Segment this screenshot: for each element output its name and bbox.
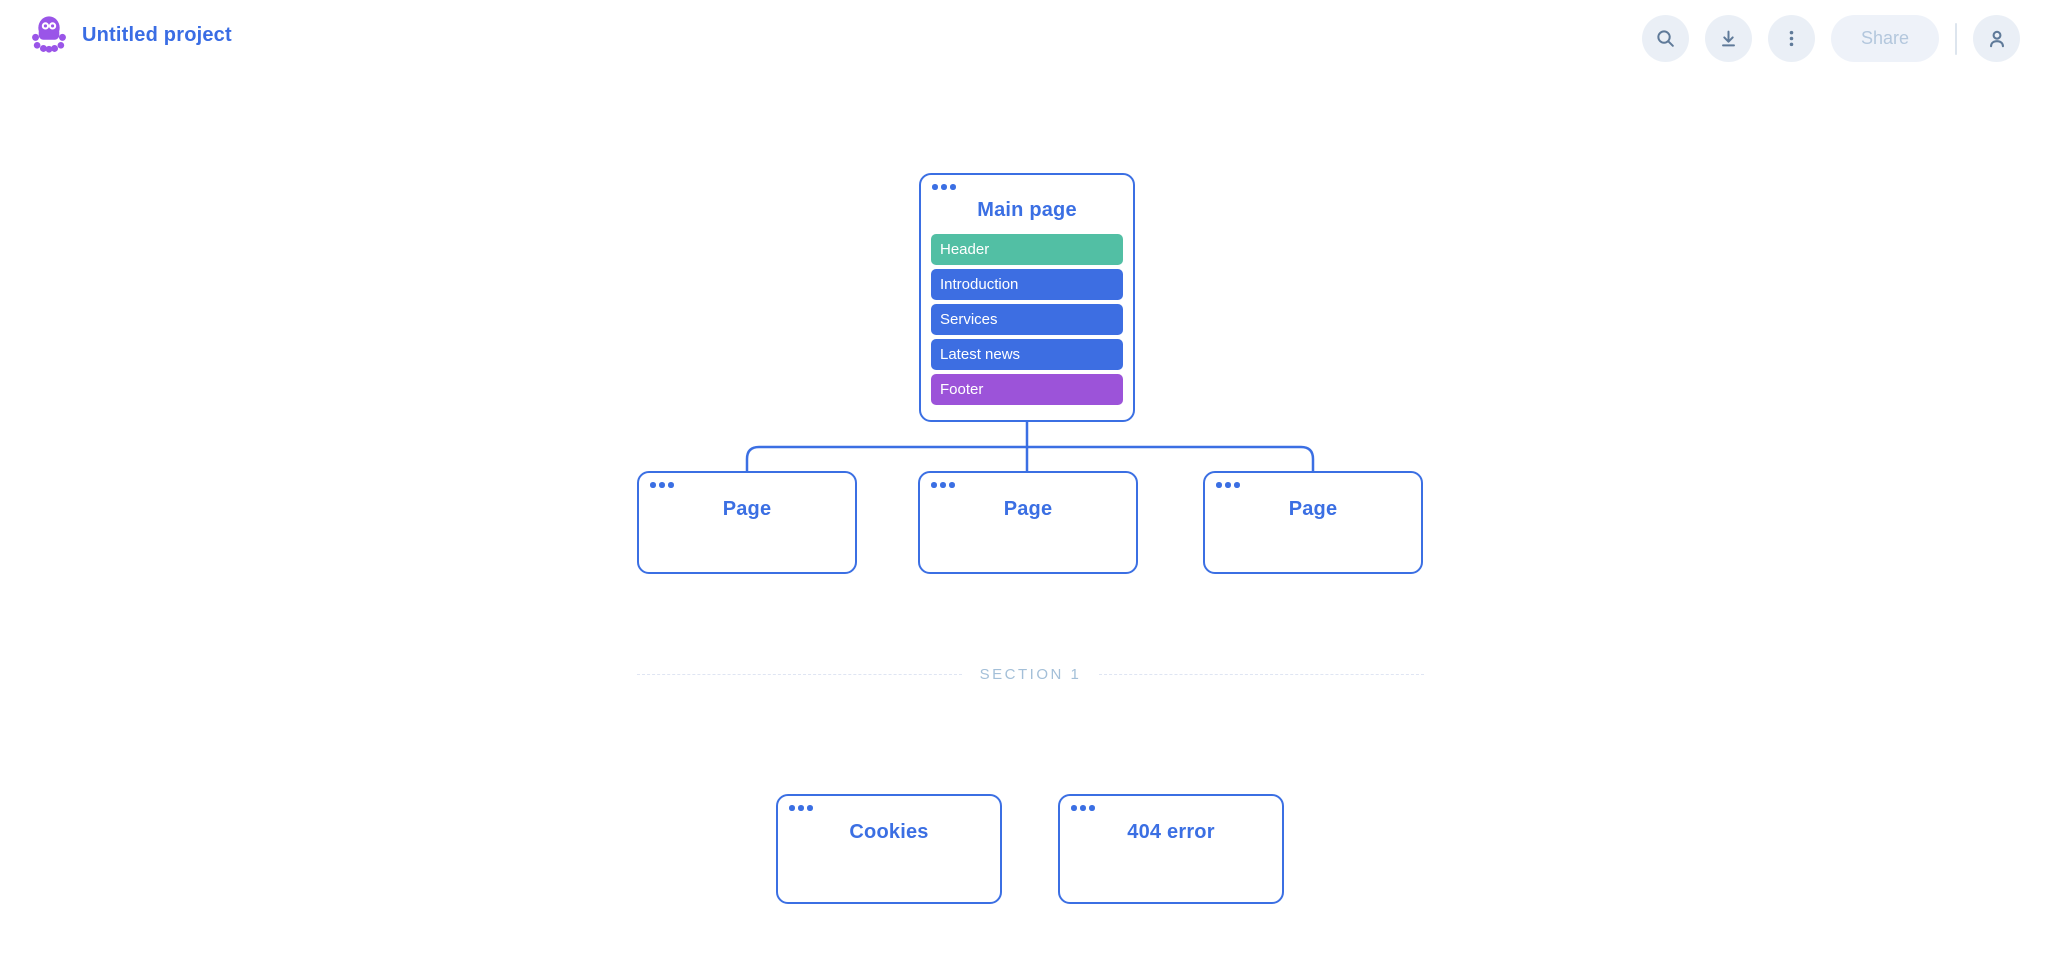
page-card-child-1[interactable]: Page <box>637 471 857 574</box>
section-label[interactable]: SECTION 1 <box>979 666 1082 683</box>
section-divider-line <box>637 674 962 675</box>
page-card-title[interactable]: Page <box>1003 498 1053 520</box>
card-menu-dots[interactable] <box>931 482 955 488</box>
search-icon <box>1657 30 1674 47</box>
section-divider: SECTION 1 <box>637 666 1424 683</box>
page-card-child-3[interactable]: Page <box>1203 471 1423 574</box>
header-divider <box>1955 22 1957 55</box>
page-card-main[interactable]: Main page Header Introduction Services L… <box>919 173 1135 422</box>
page-card-title[interactable]: Main page <box>977 199 1077 221</box>
account-button[interactable] <box>1973 15 2020 62</box>
page-card-cookies[interactable]: Cookies <box>776 794 1002 904</box>
section-divider-line <box>1099 674 1424 675</box>
page-card-404[interactable]: 404 error <box>1058 794 1284 904</box>
card-menu-dots[interactable] <box>650 482 674 488</box>
page-card-title[interactable]: Page <box>1288 498 1338 520</box>
app-header: Untitled project Share <box>0 0 2048 80</box>
card-menu-dots[interactable] <box>789 805 813 811</box>
content-block-latest-news[interactable]: Latest news <box>931 339 1123 370</box>
page-card-child-2[interactable]: Page <box>918 471 1138 574</box>
card-menu-dots[interactable] <box>1216 482 1240 488</box>
kebab-menu-icon <box>1789 30 1794 47</box>
download-button[interactable] <box>1704 15 1752 62</box>
content-block-introduction[interactable]: Introduction <box>931 269 1123 300</box>
octopus-glasses <box>41 22 57 30</box>
share-button[interactable]: Share <box>1830 15 1939 62</box>
content-block-header[interactable]: Header <box>931 234 1123 265</box>
search-button[interactable] <box>1641 15 1689 62</box>
octopus-logo-icon[interactable] <box>30 14 68 56</box>
content-block-footer[interactable]: Footer <box>931 374 1123 405</box>
download-icon <box>1721 30 1735 47</box>
project-title[interactable]: Untitled project <box>82 23 232 46</box>
page-card-title[interactable]: 404 error <box>1127 821 1215 843</box>
card-menu-dots[interactable] <box>1071 805 1095 811</box>
user-icon <box>1989 30 2004 47</box>
more-options-button[interactable] <box>1767 15 1815 62</box>
content-block-list: Header Introduction Services Latest news… <box>921 234 1133 405</box>
page-card-title[interactable]: Page <box>722 498 772 520</box>
page-card-title[interactable]: Cookies <box>849 821 929 843</box>
content-block-services[interactable]: Services <box>931 304 1123 335</box>
card-menu-dots[interactable] <box>932 184 956 190</box>
